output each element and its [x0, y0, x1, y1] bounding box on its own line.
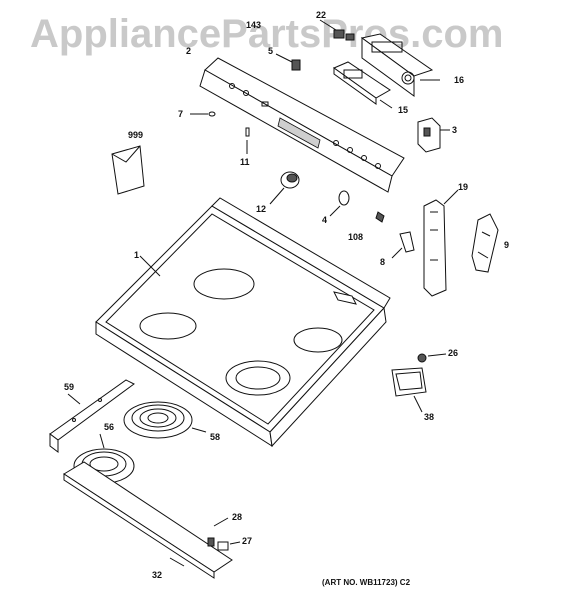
coil-element-large [123, 401, 207, 439]
small-brackets [375, 211, 415, 259]
callout-15: 15 [398, 105, 409, 115]
callout-2: 2 [186, 46, 192, 56]
callout-27: 27 [242, 536, 253, 546]
literature-packet [111, 145, 145, 195]
callout-28: 28 [232, 512, 243, 522]
backsplash-panel [199, 57, 405, 193]
callout-26: 26 [448, 348, 459, 358]
watermark: AppliancePartsPros.com [30, 12, 504, 56]
callout-108: 108 [348, 232, 364, 242]
callout-12: 12 [256, 204, 267, 214]
top-hardware [319, 19, 355, 41]
callout-59: 59 [64, 382, 75, 392]
callout-3: 3 [452, 125, 458, 135]
art-number: (ART NO. WB11723) C2 [322, 578, 411, 587]
callout-11: 11 [240, 157, 250, 167]
terminal-block [391, 353, 447, 413]
callout-9: 9 [504, 240, 510, 250]
end-cap [471, 213, 499, 273]
control-board [360, 33, 440, 97]
screws [190, 111, 250, 154]
bottom-rail [63, 461, 241, 579]
callout-16: 16 [454, 75, 465, 85]
side-bracket [423, 189, 459, 297]
callout-19: 19 [458, 182, 469, 192]
switch-part [417, 117, 450, 153]
cooktop [95, 197, 391, 448]
callout-58: 58 [210, 432, 221, 442]
callout-1: 1 [134, 250, 140, 260]
clip-part [275, 53, 301, 71]
callout-56: 56 [104, 422, 115, 432]
callout-7: 7 [178, 109, 184, 119]
angle-bracket [49, 379, 135, 453]
callout-143: 143 [246, 20, 262, 30]
callout-5: 5 [268, 46, 274, 56]
display-overlay [332, 61, 393, 109]
callout-8: 8 [380, 257, 386, 267]
callout-32: 32 [152, 570, 163, 580]
knobs [269, 171, 350, 217]
callout-38: 38 [424, 412, 435, 422]
callout-4: 4 [322, 215, 328, 225]
callout-22: 22 [316, 10, 327, 20]
callout-999: 999 [128, 130, 144, 140]
